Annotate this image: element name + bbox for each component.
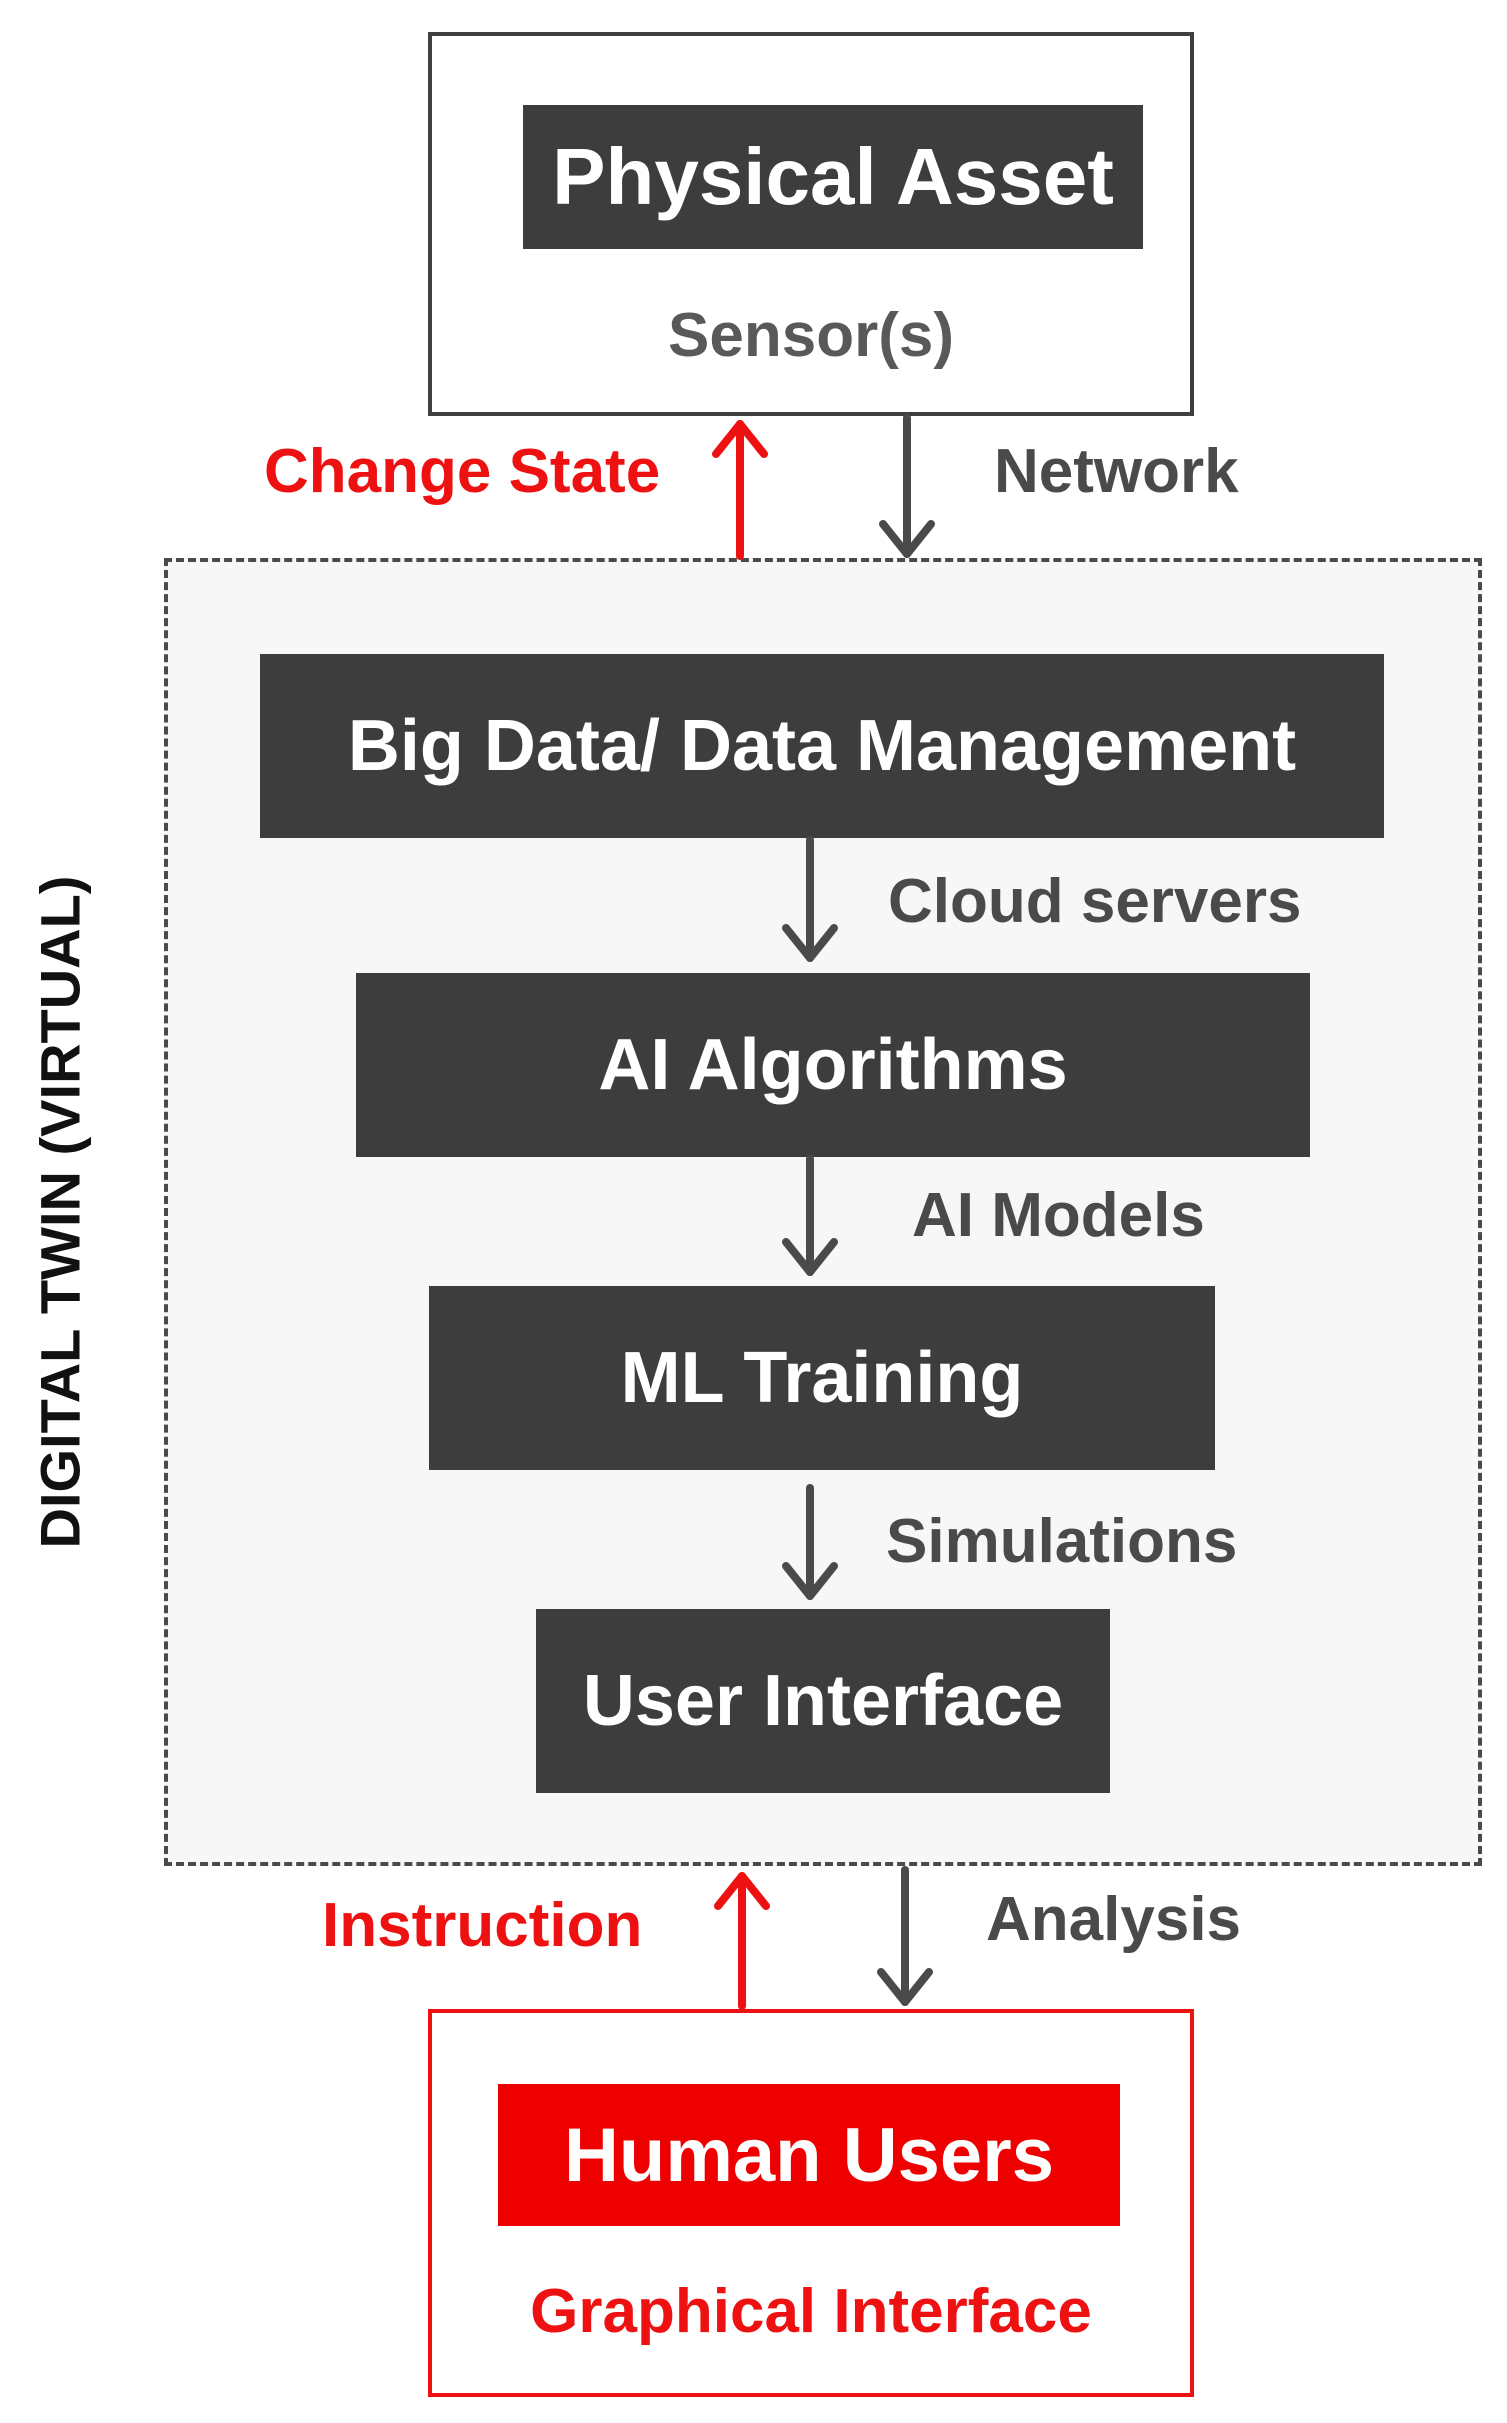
cloud-servers-label: Cloud servers (888, 867, 1302, 936)
human-users-title: Human Users (498, 2084, 1120, 2226)
ml-training-box: ML Training (429, 1286, 1215, 1470)
ai-models-label: AI Models (912, 1181, 1205, 1250)
user-interface-box: User Interface (536, 1609, 1110, 1793)
change-state-arrow (712, 420, 768, 560)
change-state-label: Change State (264, 437, 661, 506)
instruction-arrow (714, 1872, 770, 2010)
graphical-interface-label: Graphical Interface (530, 2276, 1092, 2346)
analysis-label: Analysis (986, 1885, 1242, 1954)
network-label: Network (994, 437, 1239, 506)
digital-twin-label: DIGITAL TWIN (VIRTUAL) (28, 875, 92, 1549)
simulations-label: Simulations (886, 1507, 1238, 1576)
network-arrow (879, 414, 935, 558)
analysis-arrow (877, 1866, 933, 2006)
big-data-box: Big Data/ Data Management (260, 654, 1384, 838)
physical-asset-title: Physical Asset (523, 105, 1143, 249)
ai-algorithms-box: AI Algorithms (356, 973, 1310, 1157)
sensor-label: Sensor(s) (668, 300, 954, 370)
instruction-label: Instruction (322, 1891, 643, 1960)
